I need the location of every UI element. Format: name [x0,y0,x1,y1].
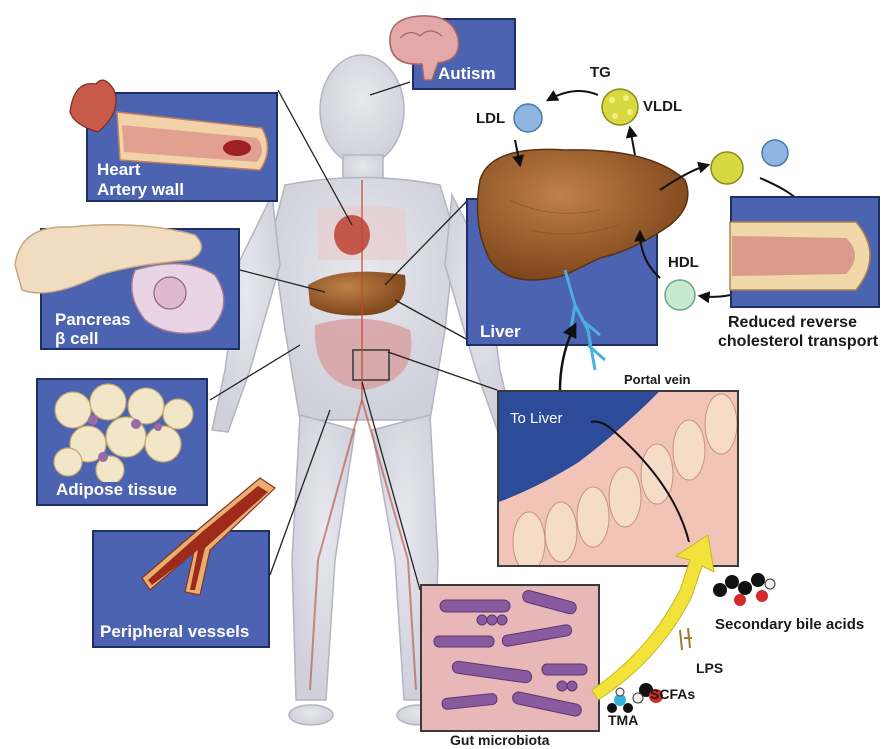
lps-label: LPS [696,660,723,676]
secondary-bile-acids-molecules [713,573,775,606]
tma-label: TMA [608,712,638,728]
scfas-label: SCFAs [650,686,695,702]
lps-molecules [680,628,692,650]
secondary-bile-acids-label: Secondary bile acids [715,616,864,633]
